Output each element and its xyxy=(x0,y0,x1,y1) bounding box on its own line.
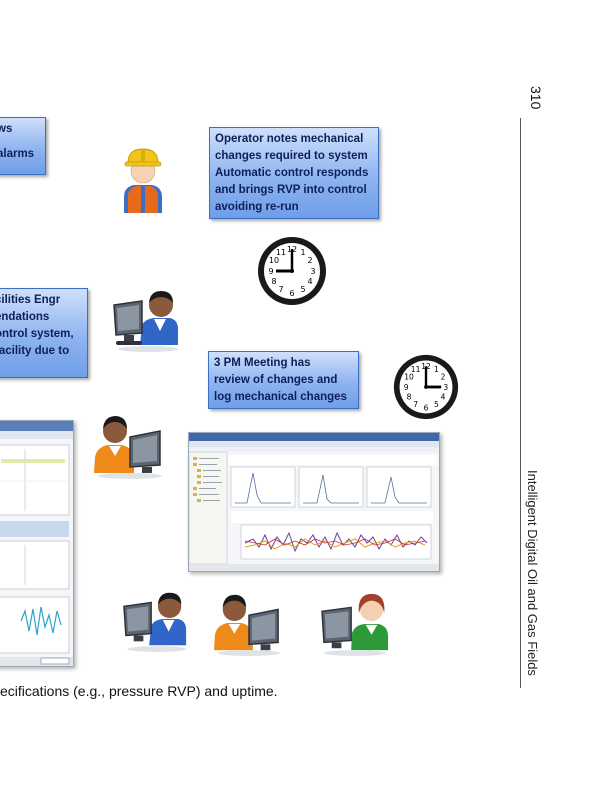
note-operator-line-3: Automatic control responds xyxy=(215,167,369,179)
svg-text:1: 1 xyxy=(434,365,439,374)
note-operator-line-2: changes required to system xyxy=(215,150,368,162)
note-operator-line-5: avoiding re-run xyxy=(215,201,299,213)
svg-text:2: 2 xyxy=(441,372,446,381)
note-alarms-line-2: alarms xyxy=(0,148,35,160)
worker-hard-hat-icon xyxy=(124,148,162,213)
svg-text:5: 5 xyxy=(434,400,439,409)
computer-user-icon xyxy=(94,416,162,479)
computer-user-icon xyxy=(123,592,187,653)
note-facilities-line-1: cilities Engr xyxy=(0,294,61,306)
svg-text:3: 3 xyxy=(443,383,448,392)
note-meeting: 3 PM Meeting has review of changes and l… xyxy=(208,351,359,409)
note-facilities: cilities Engr endations ontrol system, f… xyxy=(0,288,88,378)
note-facilities-line-3: ontrol system, xyxy=(0,328,74,340)
svg-text:11: 11 xyxy=(276,248,286,257)
note-operator: Operator notes mechanical changes requir… xyxy=(209,127,379,219)
svg-text:7: 7 xyxy=(278,285,283,294)
running-title: Intelligent Digital Oil and Gas Fields xyxy=(525,470,540,676)
svg-text:6: 6 xyxy=(424,404,429,413)
screenshot-right-content xyxy=(189,433,439,571)
svg-text:2: 2 xyxy=(307,256,312,265)
note-operator-line-1: Operator notes mechanical xyxy=(215,133,364,145)
svg-text:3: 3 xyxy=(310,267,315,276)
computer-user-icon xyxy=(113,291,178,352)
note-meeting-line-2: review of changes and xyxy=(214,374,338,386)
page-number: 310 xyxy=(528,86,544,109)
svg-text:4: 4 xyxy=(307,277,312,286)
svg-text:10: 10 xyxy=(404,372,414,381)
note-facilities-line-2: endations xyxy=(0,311,50,323)
figure-caption: ecifications (e.g., pressure RVP) and up… xyxy=(0,683,278,699)
note-alarms: ws alarms xyxy=(0,117,46,175)
running-rule xyxy=(520,118,521,688)
svg-text:1: 1 xyxy=(300,248,305,257)
svg-text:4: 4 xyxy=(441,392,446,401)
software-screenshot xyxy=(0,420,74,667)
svg-text:6: 6 xyxy=(289,289,294,298)
computer-user-icon xyxy=(214,594,281,656)
note-facilities-line-4: facility due to xyxy=(0,345,70,357)
svg-text:5: 5 xyxy=(300,285,305,294)
note-operator-line-4: and brings RVP into control xyxy=(215,184,367,196)
screenshot-left-content xyxy=(0,421,73,666)
svg-text:10: 10 xyxy=(269,256,279,265)
svg-text:8: 8 xyxy=(407,392,412,401)
svg-text:9: 9 xyxy=(268,267,273,276)
svg-text:8: 8 xyxy=(271,277,276,286)
svg-text:11: 11 xyxy=(411,365,421,374)
svg-text:7: 7 xyxy=(413,400,418,409)
note-alarms-line-1: ws xyxy=(0,123,13,135)
computer-user-icon xyxy=(321,593,389,656)
note-meeting-line-3: log mechanical changes xyxy=(214,391,347,403)
page-number-text: 310 xyxy=(528,86,544,110)
svg-text:9: 9 xyxy=(404,383,409,392)
note-meeting-line-1: 3 PM Meeting has xyxy=(214,357,311,369)
software-screenshot xyxy=(188,432,440,572)
